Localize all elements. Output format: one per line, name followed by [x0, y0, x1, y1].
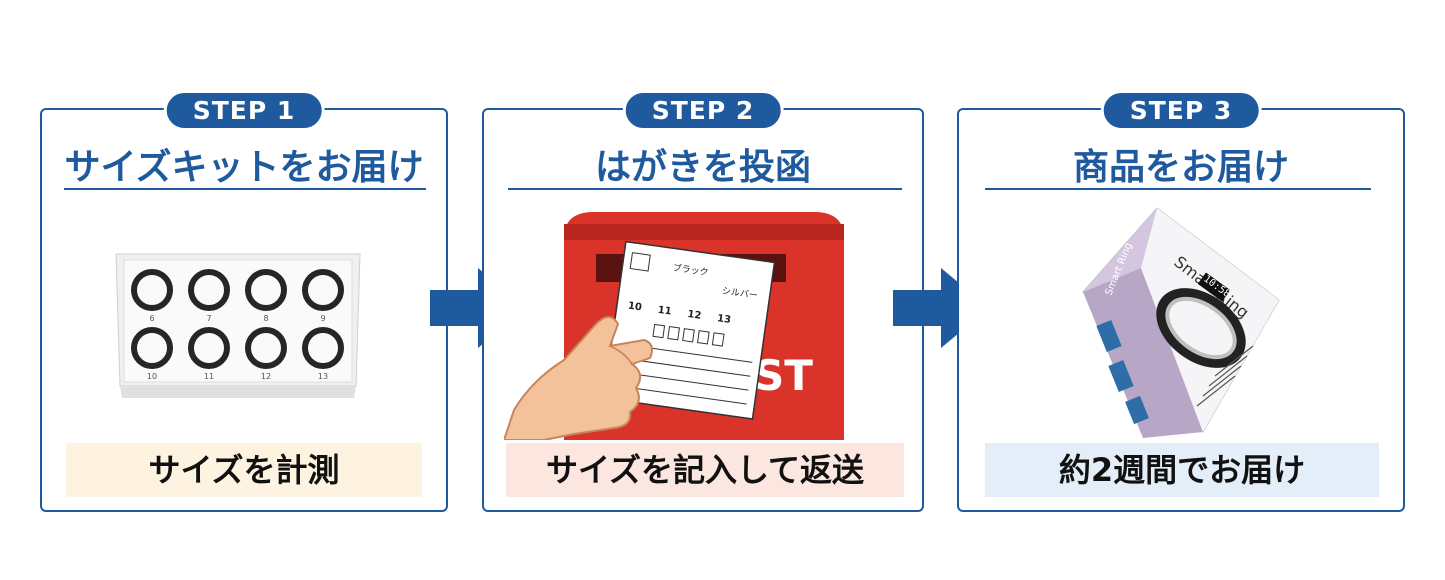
step-1-badge: STEP 1 [163, 90, 325, 131]
ring-size-label: 12 [261, 372, 271, 381]
step-2-badge: STEP 2 [622, 90, 784, 131]
step-3-title: 商品をお届け [1072, 147, 1289, 188]
step-2-caption: サイズを記入して返送 [506, 443, 904, 497]
ring-size-label: 8 [263, 314, 268, 323]
ring-size-label: 11 [204, 372, 214, 381]
ring-size-label: 13 [318, 372, 328, 381]
ring-size-label: 7 [206, 314, 211, 323]
postcard-label-silver: シルバー [721, 286, 758, 302]
product-box-illustration: Smart Ring Smart Ring 10:58 [1082, 207, 1280, 438]
postcard-size-label: 13 [716, 313, 731, 326]
ring-size-label: 9 [320, 314, 325, 323]
step-3-badge: STEP 3 [1100, 90, 1262, 131]
step-2-title: はがきを投函 [594, 147, 811, 188]
sample-ring [188, 327, 230, 369]
postcard-size-label: 10 [627, 301, 642, 314]
sample-ring [188, 269, 230, 311]
step-3-caption: 約2週間でお届け [985, 443, 1379, 497]
sample-ring [302, 327, 344, 369]
ring-size-label: 6 [149, 314, 154, 323]
sample-ring [245, 269, 287, 311]
step-1-title: サイズキットをお届け [64, 147, 424, 188]
ring-size-kit-illustration: 6 7 8 9 10 11 12 13 [115, 253, 361, 398]
step-2-divider [508, 188, 902, 190]
step-3-divider [985, 188, 1371, 190]
step-1-caption: サイズを計測 [66, 443, 422, 497]
postbox-text: ST [754, 351, 813, 400]
sample-ring [245, 327, 287, 369]
postcard-size-label: 11 [657, 305, 672, 318]
step-1-divider [64, 188, 426, 190]
step-3-card: STEP 3 商品をお届け Smart Ring Smart Ring 10:5… [957, 90, 1405, 512]
step-1-card: STEP 1 サイズキットをお届け 6 7 8 9 10 11 12 13 サイズを計測 [40, 90, 448, 512]
sample-ring [302, 269, 344, 311]
postcard-size-label: 12 [687, 309, 702, 322]
sample-ring [131, 269, 173, 311]
sample-ring [131, 327, 173, 369]
ring-size-label: 10 [147, 372, 157, 381]
